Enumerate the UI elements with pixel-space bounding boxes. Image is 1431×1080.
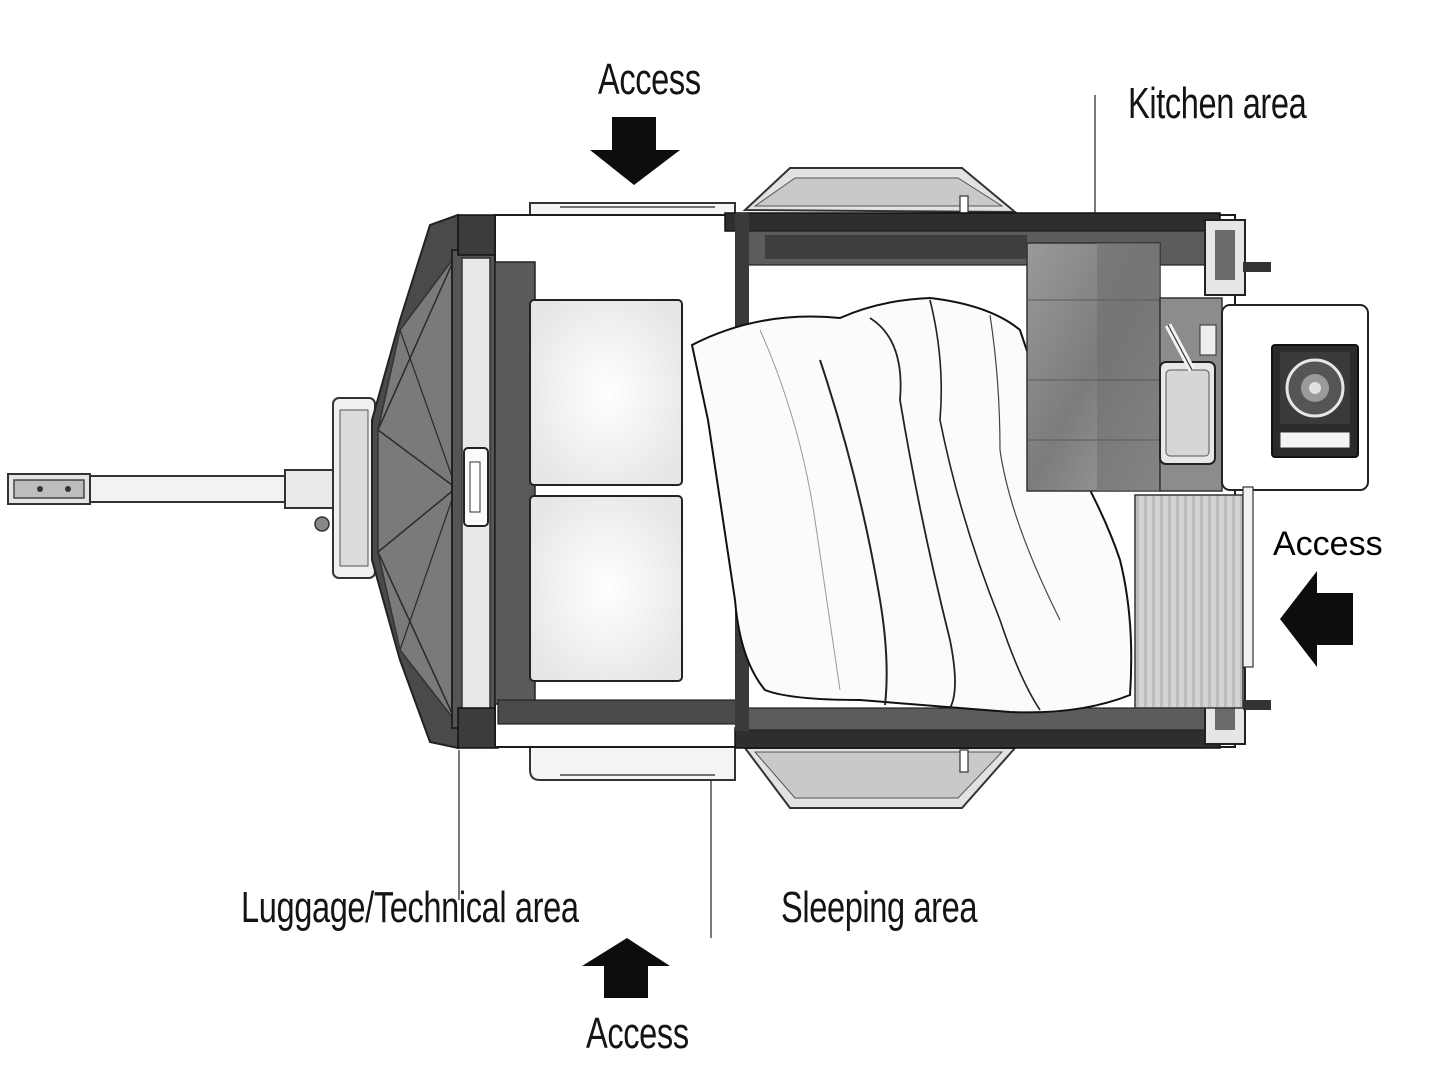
arrow-left-icon bbox=[1280, 571, 1353, 667]
arrow-up-icon bbox=[582, 938, 670, 998]
sleeping-area-label: Sleeping area bbox=[781, 883, 978, 932]
luggage-technical-area-label: Luggage/Technical area bbox=[241, 883, 579, 932]
stove-slideout bbox=[1221, 304, 1369, 491]
access-label-bottom: Access bbox=[586, 1009, 689, 1058]
wheel-fenders bbox=[742, 167, 1018, 809]
leader-lines bbox=[458, 95, 1096, 938]
sink bbox=[1159, 323, 1217, 465]
arrow-down-icon bbox=[590, 117, 680, 185]
access-label-top: Access bbox=[598, 55, 701, 104]
tow-hitch bbox=[7, 397, 376, 579]
access-label-right: Access bbox=[1273, 525, 1383, 563]
pillows bbox=[529, 299, 683, 682]
kitchen-area-label: Kitchen area bbox=[1128, 79, 1307, 128]
kitchen-counter bbox=[1026, 242, 1223, 492]
front-nose-luggage-pod bbox=[371, 213, 499, 750]
duvet-blanket bbox=[690, 296, 1133, 714]
rear-slatted-floor bbox=[1134, 486, 1254, 709]
